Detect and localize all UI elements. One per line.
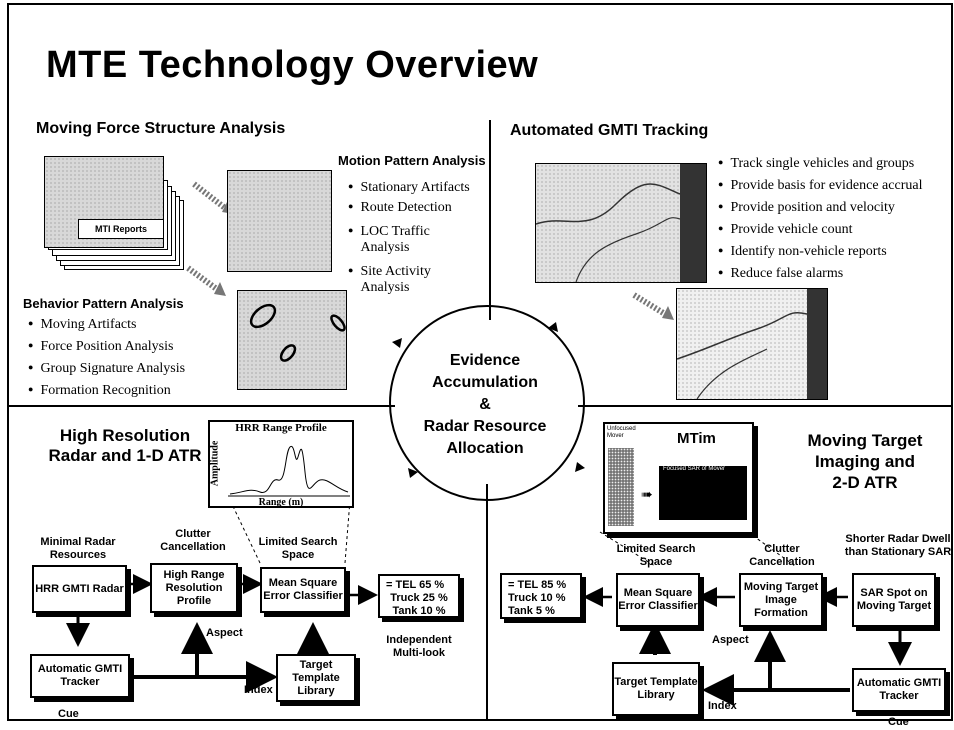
focused-label: Focused SAR of Mover <box>663 466 726 472</box>
motion-item-site: ●Site Activity Analysis <box>348 264 431 295</box>
bl-template-library-box: Target Template Library <box>276 654 356 702</box>
mtim-arrow: ➠ <box>641 486 653 502</box>
behavior-item: Formation Recognition <box>28 380 228 402</box>
bl-lbl-cue: Cue <box>58 708 79 720</box>
hrr-xlabel: Range (m) <box>258 497 304 508</box>
high-range-resolution-box: High Range Resolution Profile <box>150 563 238 613</box>
tr-item: Track single vehicles and groups <box>718 153 948 175</box>
br-template-library-box: Target Template Library <box>612 662 700 716</box>
tr-item: Provide basis for evidence accrual <box>718 175 948 197</box>
bl-gmti-tracker-box: Automatic GMTI Tracker <box>30 654 130 698</box>
bl-result-box: = TEL 65 % Truck 25 % Tank 10 % <box>378 574 460 618</box>
lbl-limited-search: Limited Search Space <box>258 536 338 561</box>
tr-list: Track single vehicles and groups Provide… <box>718 153 948 285</box>
circle-arrow-sw <box>408 468 418 478</box>
behavior-item: Group Signature Analysis <box>28 358 228 380</box>
unfocused-label: Unfocused Mover <box>607 426 636 439</box>
hrr-profile-chart: HRR Range Profile Amplitude Range (m) <box>208 420 354 508</box>
gmti-track-image-2 <box>676 288 828 400</box>
tr-heading: Automated GMTI Tracking <box>510 122 709 139</box>
mtim-panel: Unfocused Mover MTim ➠ Focused SAR of Mo… <box>603 422 754 534</box>
br-gmti-tracker-box: Automatic GMTI Tracker <box>852 668 946 712</box>
motion-item: Route Detection <box>348 198 478 218</box>
center-circle <box>389 305 585 501</box>
outer-frame <box>7 3 953 721</box>
behavior-heading: Behavior Pattern Analysis <box>23 296 184 311</box>
br-lbl-index: Index <box>708 700 737 712</box>
mti-reports-label: MTI Reports <box>78 219 164 239</box>
behavior-item: Force Position Analysis <box>28 336 228 358</box>
hatched-arrow-2-head <box>214 282 226 296</box>
tl-heading: Moving Force Structure Analysis <box>36 120 286 137</box>
focused-sar-image <box>659 466 747 520</box>
lbl-clutter-cancellation: Clutter Cancellation <box>160 528 226 553</box>
br-heading: Moving Target Imaging and 2-D ATR <box>807 431 923 492</box>
mse-classifier-box: Mean Square Error Classifier <box>260 567 346 613</box>
motion-item: Stationary Artifacts <box>348 178 478 198</box>
circle-arrow-se <box>575 462 585 472</box>
hatched-arrow-1 <box>192 181 227 211</box>
lbl-independent-multilook: Independent Multi-look <box>386 634 452 659</box>
gmti-track-image-1 <box>535 163 707 283</box>
behavior-item: Moving Artifacts <box>28 314 228 336</box>
page-title: MTE Technology Overview <box>46 44 539 86</box>
br-mse-classifier-box: Mean Square Error Classifier <box>616 573 700 627</box>
circle-arrow-nw <box>392 338 402 348</box>
br-lbl-aspect: Aspect <box>712 634 749 646</box>
tr-item: Provide position and velocity <box>718 197 948 219</box>
moving-target-image-formation-box: Moving Target Image Formation <box>739 573 823 627</box>
motion-map-image <box>227 170 332 272</box>
tr-item: Identify non-vehicle reports <box>718 241 948 263</box>
br-lbl-cue: Cue <box>888 716 909 728</box>
sar-spot-box: SAR Spot on Moving Target <box>852 573 936 627</box>
br-result-box: = TEL 85 % Truck 10 % Tank 5 % <box>500 573 582 619</box>
unfocused-mover-image <box>608 448 634 526</box>
circle-arrow-ne <box>548 322 558 332</box>
bl-heading: High Resolution Radar and 1-D ATR <box>48 426 202 465</box>
hrr-title: HRR Range Profile <box>235 422 327 434</box>
br-lbl-shorter-dwell: Shorter Radar Dwell than Stationary SAR <box>844 533 952 558</box>
motion-list: Stationary Artifacts Route Detection <box>348 178 478 218</box>
center-label: Evidence Accumulation & Radar Resource A… <box>423 352 547 457</box>
hatched-arrow-3-head <box>662 306 674 320</box>
mtim-title: MTim <box>677 430 716 447</box>
bl-lbl-aspect: Aspect <box>206 627 243 639</box>
motion-item-loc: ●LOC Traffic Analysis <box>348 224 430 255</box>
hatched-arrow-3 <box>632 292 667 317</box>
hatched-arrow-2 <box>186 265 220 293</box>
hrr-gmti-radar-box: HRR GMTI Radar <box>32 565 127 613</box>
br-lbl-clutter: Clutter Cancellation <box>749 543 815 568</box>
behavior-map-image <box>237 290 347 390</box>
bl-lbl-index: Index <box>244 684 273 696</box>
tr-item: Provide vehicle count <box>718 219 948 241</box>
behavior-list: Moving Artifacts Force Position Analysis… <box>28 314 228 402</box>
br-lbl-limited-search: Limited Search Space <box>616 543 696 568</box>
motion-heading: Motion Pattern Analysis <box>338 153 486 168</box>
tr-item: Reduce false alarms <box>718 263 948 285</box>
lbl-minimal-resources: Minimal Radar Resources <box>40 536 116 561</box>
